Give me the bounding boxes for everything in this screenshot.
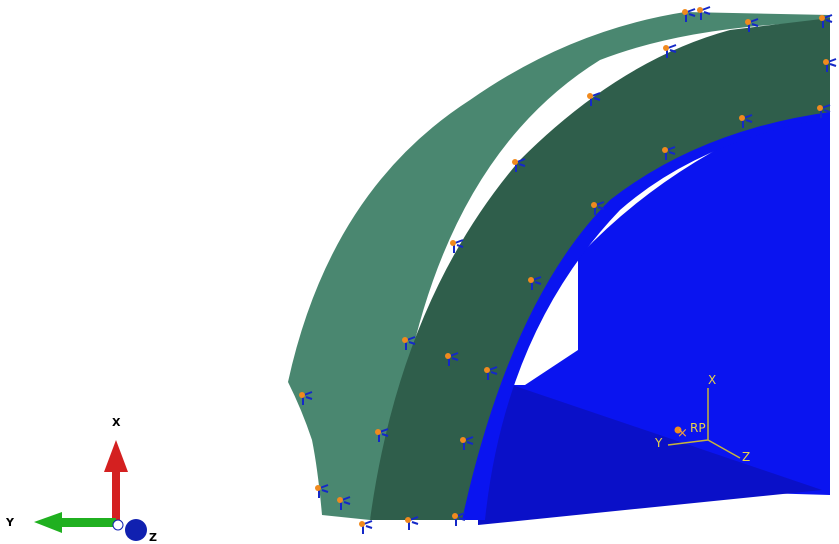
boundary-condition-marker <box>739 114 753 128</box>
boundary-condition-marker <box>823 58 837 72</box>
boundary-condition-marker <box>662 146 676 160</box>
reference-point-x-icon: × <box>677 426 688 441</box>
solid-body-arch-rim[interactable] <box>460 100 830 520</box>
triad-y-shaft <box>62 518 116 527</box>
view-orientation-triad: X Y Z <box>5 416 157 544</box>
boundary-condition-marker <box>445 352 459 366</box>
boundary-condition-marker <box>528 276 542 290</box>
boundary-condition-marker <box>512 158 526 172</box>
triad-z-axis-dot <box>125 519 147 541</box>
triad-y-arrowhead <box>34 512 62 533</box>
triad-z-label: Z <box>149 531 157 544</box>
solid-body-floor[interactable] <box>478 385 822 525</box>
triad-y-label: Y <box>5 516 15 529</box>
boundary-condition-markers <box>299 6 837 534</box>
boundary-condition-marker <box>745 18 759 32</box>
boundary-condition-marker <box>817 104 831 118</box>
csys-y-label: Y <box>654 436 663 450</box>
solid-body-back-face[interactable] <box>478 100 830 495</box>
boundary-condition-marker <box>450 239 464 253</box>
boundary-condition-marker <box>587 92 601 106</box>
triad-origin <box>112 519 124 531</box>
boundary-condition-marker <box>405 516 419 530</box>
shell-inner-face[interactable] <box>370 18 830 520</box>
reference-point-marker[interactable] <box>674 426 682 434</box>
shell-outer-face[interactable] <box>288 12 830 520</box>
triad-x-label: X <box>112 416 121 429</box>
triad-x-arrowhead <box>104 440 128 472</box>
csys-z-label: Z <box>742 450 750 464</box>
triad-x-shaft <box>112 472 120 524</box>
boundary-condition-marker <box>484 366 498 380</box>
boundary-condition-marker <box>315 484 329 498</box>
reference-point-label: RP <box>690 421 706 435</box>
boundary-condition-marker <box>591 201 605 215</box>
csys-x-label: X <box>708 373 716 387</box>
boundary-condition-marker <box>819 14 833 28</box>
boundary-condition-marker <box>375 428 389 442</box>
boundary-condition-marker <box>337 496 351 510</box>
boundary-condition-marker <box>402 336 416 350</box>
boundary-condition-marker <box>452 512 466 526</box>
boundary-condition-marker <box>663 44 677 58</box>
reference-point-csys[interactable]: X Z Y × RP <box>654 373 750 464</box>
boundary-condition-marker <box>460 436 474 450</box>
boundary-condition-marker <box>299 391 313 405</box>
boundary-condition-marker <box>682 8 696 22</box>
boundary-condition-marker <box>359 520 373 534</box>
boundary-condition-marker <box>697 6 711 20</box>
